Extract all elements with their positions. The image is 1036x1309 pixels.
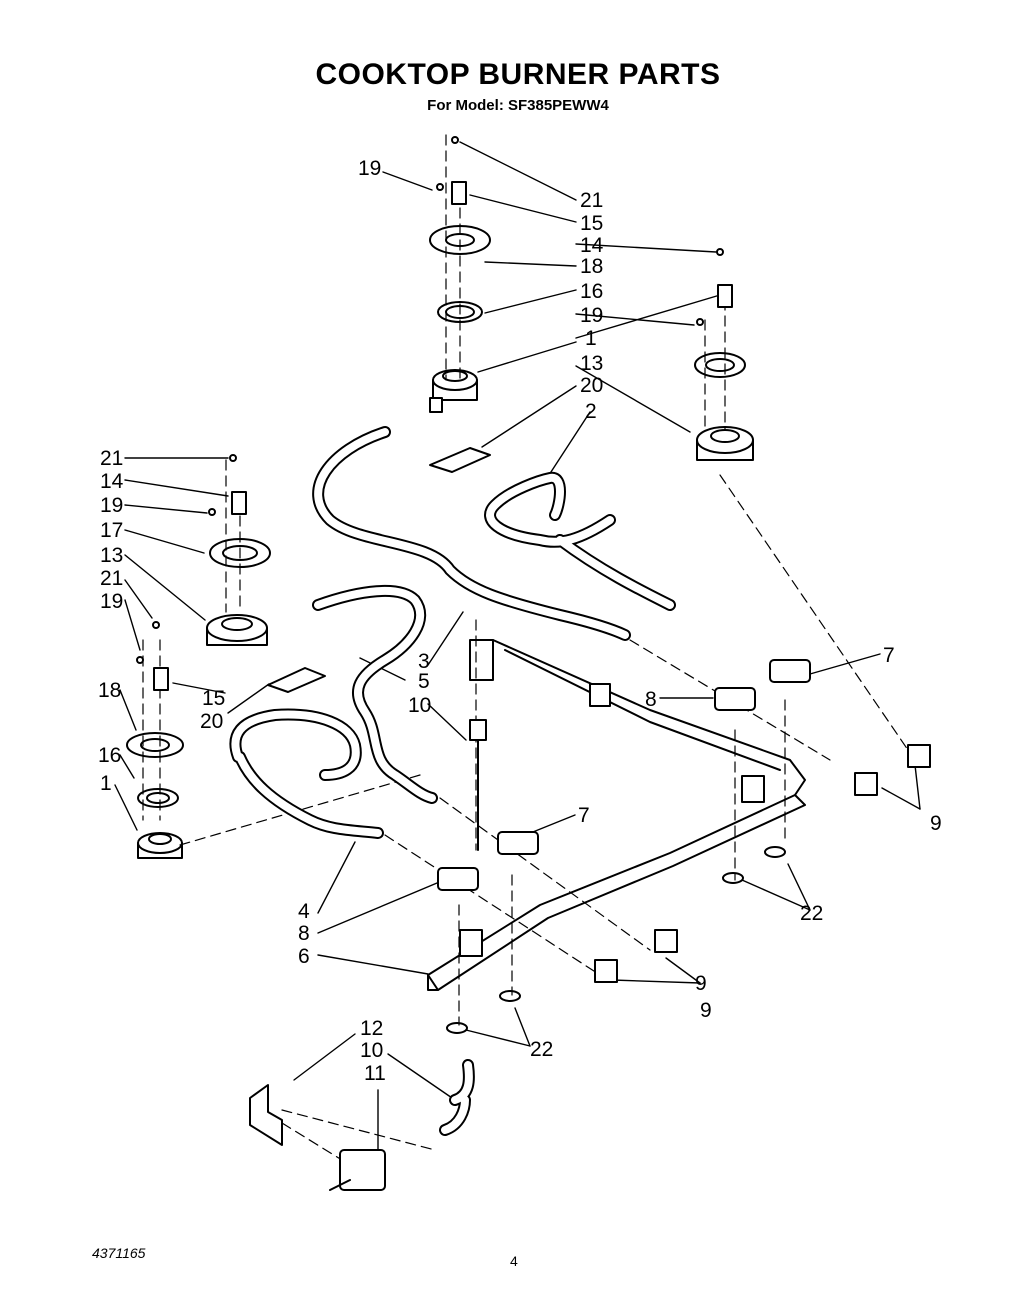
callout-label: 14 bbox=[100, 470, 124, 493]
callout-label: 16 bbox=[98, 744, 121, 767]
callout-label: 19 bbox=[580, 304, 603, 327]
leader-lines bbox=[114, 141, 921, 1151]
gas-tubing bbox=[229, 426, 676, 1136]
callout-label: 22 bbox=[530, 1038, 553, 1061]
igniters bbox=[594, 744, 931, 983]
callout-label: 13 bbox=[580, 352, 603, 375]
callout-label: 1 bbox=[100, 772, 112, 795]
callout-label: 11 bbox=[364, 1062, 386, 1085]
callout-label: 6 bbox=[298, 945, 310, 968]
model-subtitle: For Model: SF385PEWW4 bbox=[427, 97, 609, 114]
callout-label: 15 bbox=[580, 212, 603, 235]
callout-label: 22 bbox=[800, 902, 823, 925]
alignment-lines bbox=[142, 134, 909, 1166]
callout-label: 15 bbox=[202, 687, 225, 710]
burner-top-right bbox=[694, 248, 754, 461]
callout-label: 9 bbox=[700, 999, 712, 1022]
callout-label: 10 bbox=[408, 694, 431, 717]
part-number: 4371165 bbox=[92, 1245, 146, 1261]
callout-label: 5 bbox=[418, 670, 430, 693]
callout-label: 20 bbox=[200, 710, 223, 733]
callout-label: 16 bbox=[580, 280, 603, 303]
burner-top-center bbox=[429, 136, 491, 413]
callout-label: 21 bbox=[100, 447, 123, 470]
gas-manifold bbox=[427, 639, 806, 991]
callout-label: 14 bbox=[580, 234, 604, 257]
callout-label: 1 bbox=[585, 327, 597, 350]
callout-labels: 19 21 15 14 18 16 19 1 13 20 2 21 14 19 … bbox=[98, 157, 942, 1085]
callout-label: 9 bbox=[695, 972, 707, 995]
callout-label: 18 bbox=[98, 679, 121, 702]
callout-label: 20 bbox=[580, 374, 603, 397]
burner-left-upper bbox=[206, 454, 271, 646]
callout-label: 13 bbox=[100, 544, 123, 567]
burner-left-lower bbox=[126, 621, 184, 859]
callout-label: 7 bbox=[578, 804, 590, 827]
callout-label: 19 bbox=[100, 590, 123, 613]
page-title: COOKTOP BURNER PARTS bbox=[315, 58, 721, 91]
callout-label: 19 bbox=[358, 157, 381, 180]
callout-label: 18 bbox=[580, 255, 603, 278]
valves bbox=[329, 639, 811, 1191]
callout-label: 2 bbox=[585, 400, 597, 423]
callout-label: 21 bbox=[100, 567, 123, 590]
callout-label: 12 bbox=[360, 1017, 383, 1040]
callout-label: 21 bbox=[580, 189, 603, 212]
callout-label: 8 bbox=[645, 688, 657, 711]
callout-label: 19 bbox=[100, 494, 123, 517]
callout-label: 9 bbox=[930, 812, 942, 835]
callout-label: 8 bbox=[298, 922, 310, 945]
callout-label: 10 bbox=[360, 1039, 383, 1062]
callout-label: 4 bbox=[298, 900, 310, 923]
callout-label: 17 bbox=[100, 519, 123, 542]
callout-label: 3 bbox=[418, 650, 430, 673]
page-number: 4 bbox=[510, 1253, 518, 1269]
spreader-plates bbox=[249, 447, 491, 1146]
grommets bbox=[446, 846, 786, 1034]
callout-label: 7 bbox=[883, 644, 895, 667]
